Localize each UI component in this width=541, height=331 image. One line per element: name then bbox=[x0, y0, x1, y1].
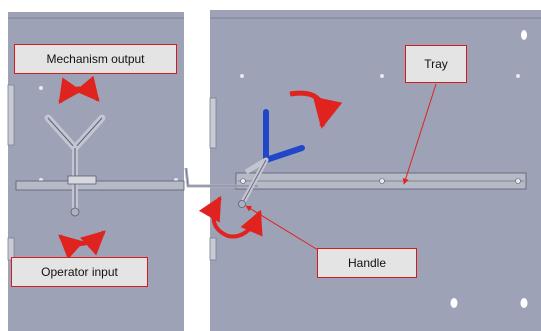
rotation-arrow-icon bbox=[58, 75, 100, 104]
tray-rail bbox=[235, 172, 527, 190]
rotation-arrow-icon bbox=[58, 230, 106, 260]
handle-label: Handle bbox=[317, 248, 417, 278]
y-mechanism-left bbox=[44, 114, 106, 217]
leader-line-icon bbox=[245, 205, 319, 251]
right-view-panel bbox=[184, 10, 541, 331]
rotation-arrow-icon bbox=[289, 90, 343, 129]
rotation-arrow-icon bbox=[198, 195, 263, 239]
y-mechanism-blue bbox=[238, 109, 305, 208]
operator-input-label: Operator input bbox=[11, 257, 148, 287]
tray-label: Tray bbox=[405, 45, 467, 83]
mechanism-output-label: Mechanism output bbox=[14, 44, 177, 74]
leader-line-icon bbox=[402, 83, 437, 185]
